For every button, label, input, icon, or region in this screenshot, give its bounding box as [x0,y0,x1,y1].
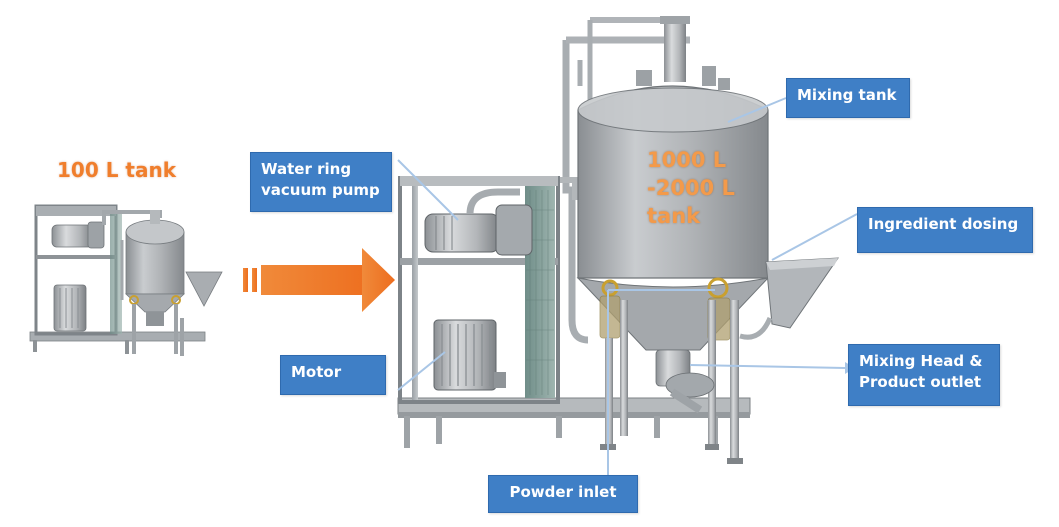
label-motor: Motor [280,355,386,395]
label-vacuum-pump-line-1: Water ring [261,160,352,178]
label-vacuum-pump-line-2: vacuum pump [261,181,380,199]
scale-up-arrow [243,248,395,312]
label-mixing-head-line-1: Mixing Head & [859,352,983,370]
label-mixing-head: Mixing Head & Product outlet [848,344,1000,406]
label-mixing-tank: Mixing tank [786,78,910,118]
callout-line-mixing-head [689,364,846,369]
callout-line-motor [397,351,446,391]
callout-line-pump [397,159,459,221]
label-powder-inlet-text: Powder inlet [509,483,617,501]
label-ingredient-dosing: Ingredient dosing [857,207,1033,253]
big-tank-capacity-line-3: tank [647,204,701,228]
label-vacuum-pump: Water ring vacuum pump [250,152,392,212]
label-mixing-tank-text: Mixing tank [797,86,897,104]
small-tank-title: 100 L tank [57,158,177,182]
big-tank-capacity-line-2: -2000 L [647,176,735,200]
large-unit [397,16,839,464]
label-ingredient-dosing-text: Ingredient dosing [868,215,1019,233]
label-motor-text: Motor [291,363,342,381]
label-mixing-head-line-2: Product outlet [859,373,982,391]
small-unit [29,204,223,356]
callout-line-mixing-tank [727,97,787,123]
label-powder-inlet: Powder inlet [488,475,638,513]
callout-lines [397,97,858,478]
big-tank-capacity-line-1: 1000 L [647,148,727,172]
callout-line-dosing [771,213,858,261]
big-tank-capacity: 1000 L -2000 L tank [647,146,735,230]
